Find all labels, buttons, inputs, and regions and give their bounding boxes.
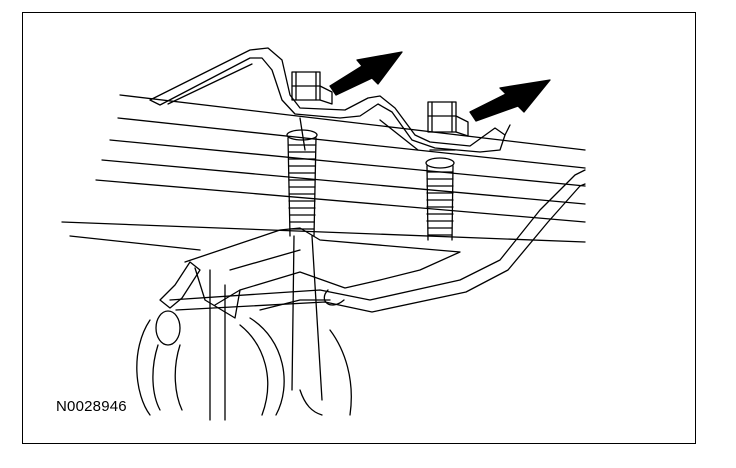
leaf-spring-pack bbox=[61, 94, 586, 251]
axle-housing bbox=[136, 310, 352, 416]
spring-plate bbox=[149, 47, 511, 153]
callout-arrow-front bbox=[469, 79, 551, 122]
u-bolt-nut-rear bbox=[291, 71, 333, 105]
u-bolt-nut-front bbox=[427, 101, 469, 137]
u-bolt-thread-left bbox=[286, 129, 323, 401]
brake-line-tube bbox=[159, 169, 586, 313]
spring-seat-bracket bbox=[184, 227, 461, 421]
callout-arrow-rear bbox=[329, 51, 403, 96]
figure-code-label: N0028946 bbox=[56, 398, 127, 415]
u-bolt-thread-right bbox=[425, 157, 455, 241]
